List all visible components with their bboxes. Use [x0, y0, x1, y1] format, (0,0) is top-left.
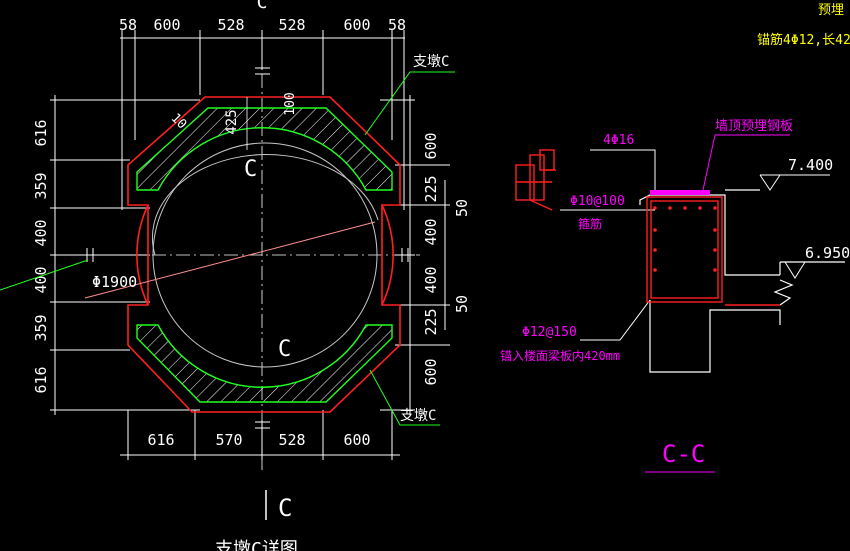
- right-dim-2: 225: [422, 175, 440, 202]
- plan-title: 支墩C详图: [215, 539, 298, 551]
- left-dim-6: 616: [32, 366, 50, 393]
- lower-hatched-block: [136, 324, 393, 403]
- right-dim-4: 400: [422, 266, 440, 293]
- anchor-sketch: [515, 149, 556, 211]
- rebar-cage: [646, 196, 780, 306]
- left-dim-2: 359: [32, 172, 50, 199]
- rebar-top-label: 4Φ16: [603, 133, 634, 148]
- corner-note-line1: 预埋: [818, 3, 844, 18]
- pier-outline: [127, 96, 401, 413]
- upper-hatched-block: [136, 107, 393, 191]
- left-dim-4: 400: [32, 266, 50, 293]
- section-title: C-C: [662, 440, 705, 468]
- section-outline: [639, 189, 845, 373]
- corner-note-line2: 锚筋4Φ12,长420: [757, 32, 850, 48]
- right-dim-5: 225: [422, 308, 440, 335]
- top-dim-1: 58: [119, 16, 137, 34]
- top-dim-6: 58: [388, 16, 406, 34]
- elevation-top: 7.400: [788, 156, 833, 174]
- top-dim-3: 528: [217, 16, 244, 34]
- right-dim-inner-2: 50: [453, 295, 471, 313]
- top-dim-4: 528: [278, 16, 305, 34]
- elevation-low-marker: [784, 261, 845, 279]
- diameter-line: [84, 221, 376, 299]
- dim-100: 100: [283, 92, 298, 115]
- right-dim-6: 600: [422, 358, 440, 385]
- bottom-dim-2: 570: [215, 431, 242, 449]
- right-dim-1: 600: [422, 132, 440, 159]
- diameter-leader: [0, 259, 89, 291]
- top-dim-2: 600: [153, 16, 180, 34]
- plate-leader: [702, 134, 790, 191]
- inner-arc-right: [381, 204, 394, 306]
- pipe-arc: [151, 154, 379, 256]
- section-leaders: [560, 149, 656, 341]
- support-top-label: 支墩C: [413, 54, 449, 70]
- embedded-plate: [650, 190, 710, 195]
- dim-425: 425: [224, 109, 240, 134]
- corner-note: 预埋 锚筋4Φ12,长420: [757, 3, 850, 48]
- plate-note: 墙顶预埋钢板: [715, 119, 793, 134]
- section-mark-bottom: C: [278, 494, 292, 522]
- bottom-dim-3: 528: [278, 431, 305, 449]
- stirrup-name: 箍筋: [578, 216, 602, 231]
- bottom-dim-4: 600: [343, 431, 370, 449]
- plan-view: 58 600 528 528 600 58 C 616 359 400 400 …: [0, 0, 471, 551]
- stirrup-label: Φ10@100: [570, 194, 625, 209]
- support-top-leader: [364, 71, 455, 136]
- elevation-low: 6.950: [805, 244, 850, 262]
- elevation-top-marker: [759, 174, 830, 191]
- inner-arc-left: [136, 204, 149, 306]
- anchor-note: 锚入楼面梁板内420mm: [500, 348, 620, 363]
- left-dim-1: 616: [32, 119, 50, 146]
- right-dim-inner-1: 50: [453, 199, 471, 217]
- center-ticks: [86, 67, 409, 429]
- support-bottom-leader: [369, 369, 440, 426]
- section-mark-low: C: [278, 337, 291, 362]
- left-dim-3: 400: [32, 219, 50, 246]
- support-bottom-label: 支墩C: [400, 408, 436, 424]
- pipe-circle: [152, 142, 378, 368]
- section-mark-mid: C: [244, 157, 257, 182]
- anchor-label: Φ12@150: [522, 325, 577, 340]
- rebar-dots: [653, 206, 717, 272]
- bottom-dim-1: 616: [147, 431, 174, 449]
- diameter-label: Φ1900: [92, 273, 137, 291]
- top-dim-5: 600: [343, 16, 370, 34]
- section-mark-top: C: [257, 0, 268, 13]
- section-view: 7.400 6.950 4Φ16 墙顶预埋钢板 Φ10@100 箍筋 Φ12@1…: [500, 119, 850, 473]
- right-dim-3: 400: [422, 218, 440, 245]
- left-dim-5: 359: [32, 314, 50, 341]
